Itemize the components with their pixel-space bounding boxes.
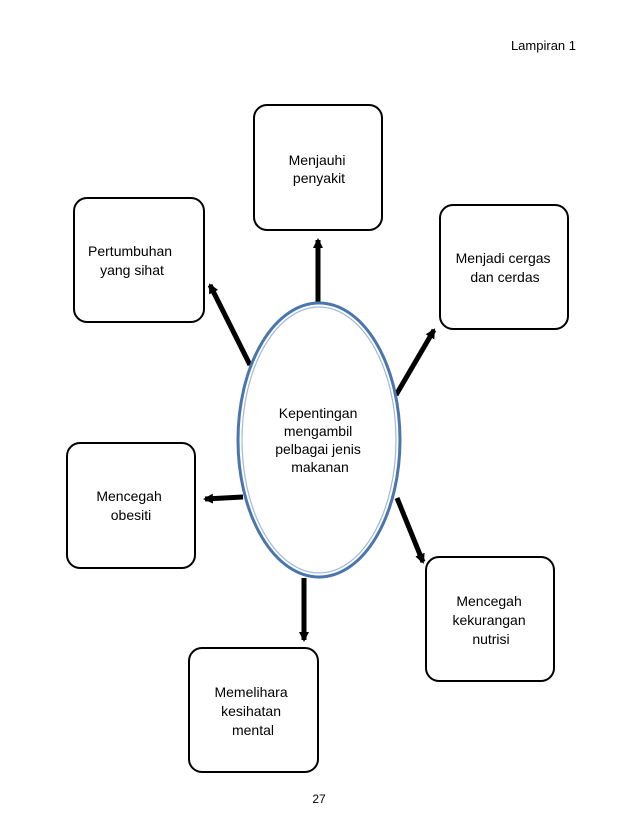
box-menjadi-cergas-line-2: dan cerdas [470,269,539,285]
box-mencegah-kekurangan-line-1: Mencegah [456,593,521,609]
box-pertumbuhan-line-1: Pertumbuhan [88,243,172,259]
center-node: Kepentingan mengambil pelbagai jenis mak… [236,301,402,579]
arrow-to-menjadi-cergas [393,328,437,397]
svg-text:Memelihara kesihatan: Memelihara kesihatan mental [214,684,291,738]
box-menjauhi-penyakit-line-2: penyakit [293,170,345,186]
arrows [203,238,437,642]
svg-text:Mencegah kekurangan: Mencegah kekurangan nutrisi [452,593,529,647]
appendix-label: Lampiran 1 [510,38,576,53]
box-pertumbuhan-yang-sihat: Pertumbuhan yang sihat [73,197,205,323]
box-mencegah-obesiti-line-2: obesiti [111,507,151,523]
svg-text:Menjadi cergas dan cerda: Menjadi cergas dan cerdas [456,250,555,285]
box-mencegah-kekurangan-line-3: nutrisi [472,631,509,647]
box-memelihara-line-3: mental [232,722,274,738]
center-line-4: makanan [291,459,349,475]
box-menjauhi-penyakit-line-1: Menjauhi [289,152,346,168]
svg-text:Pertumbuhan yang sihat: Pertumbuhan yang sihat [88,243,176,278]
box-memelihara-kesihatan-mental: Memelihara kesihatan mental [188,647,319,773]
box-mencegah-obesiti-line-1: Mencegah [96,488,161,504]
arrow-to-mencegah-kekurangan [394,497,426,564]
arrow-to-mencegah-obesiti [203,493,244,504]
page-number: 27 [312,792,326,806]
box-menjauhi-penyakit: Menjauhi penyakit [253,104,383,231]
center-line-3: pelbagai jenis [275,441,361,457]
svg-text:Mencegah obesiti: Mencegah obesiti [96,488,165,523]
svg-text:Menjauhi penyakit: Menjauhi penyakit [289,152,350,186]
center-line-2: mengambil [284,423,352,439]
center-line-1: Kepentingan [279,405,358,421]
box-menjadi-cergas-dan-cerdas: Menjadi cergas dan cerdas [439,204,569,330]
box-mencegah-kekurangan-line-2: kekurangan [452,612,525,628]
box-menjadi-cergas-line-1: Menjadi cergas [456,250,551,266]
box-memelihara-line-1: Memelihara [214,684,287,700]
box-mencegah-obesiti: Mencegah obesiti [66,442,196,569]
svg-text:Kepentingan mengambil: Kepentingan mengambil pelbagai jenis mak… [275,405,365,475]
arrow-to-pertumbuhan-yang-sihat [207,283,253,367]
box-pertumbuhan-line-2: yang sihat [100,262,164,278]
box-mencegah-kekurangan-nutrisi: Mencegah kekurangan nutrisi [425,556,555,682]
box-memelihara-line-2: kesihatan [221,703,281,719]
